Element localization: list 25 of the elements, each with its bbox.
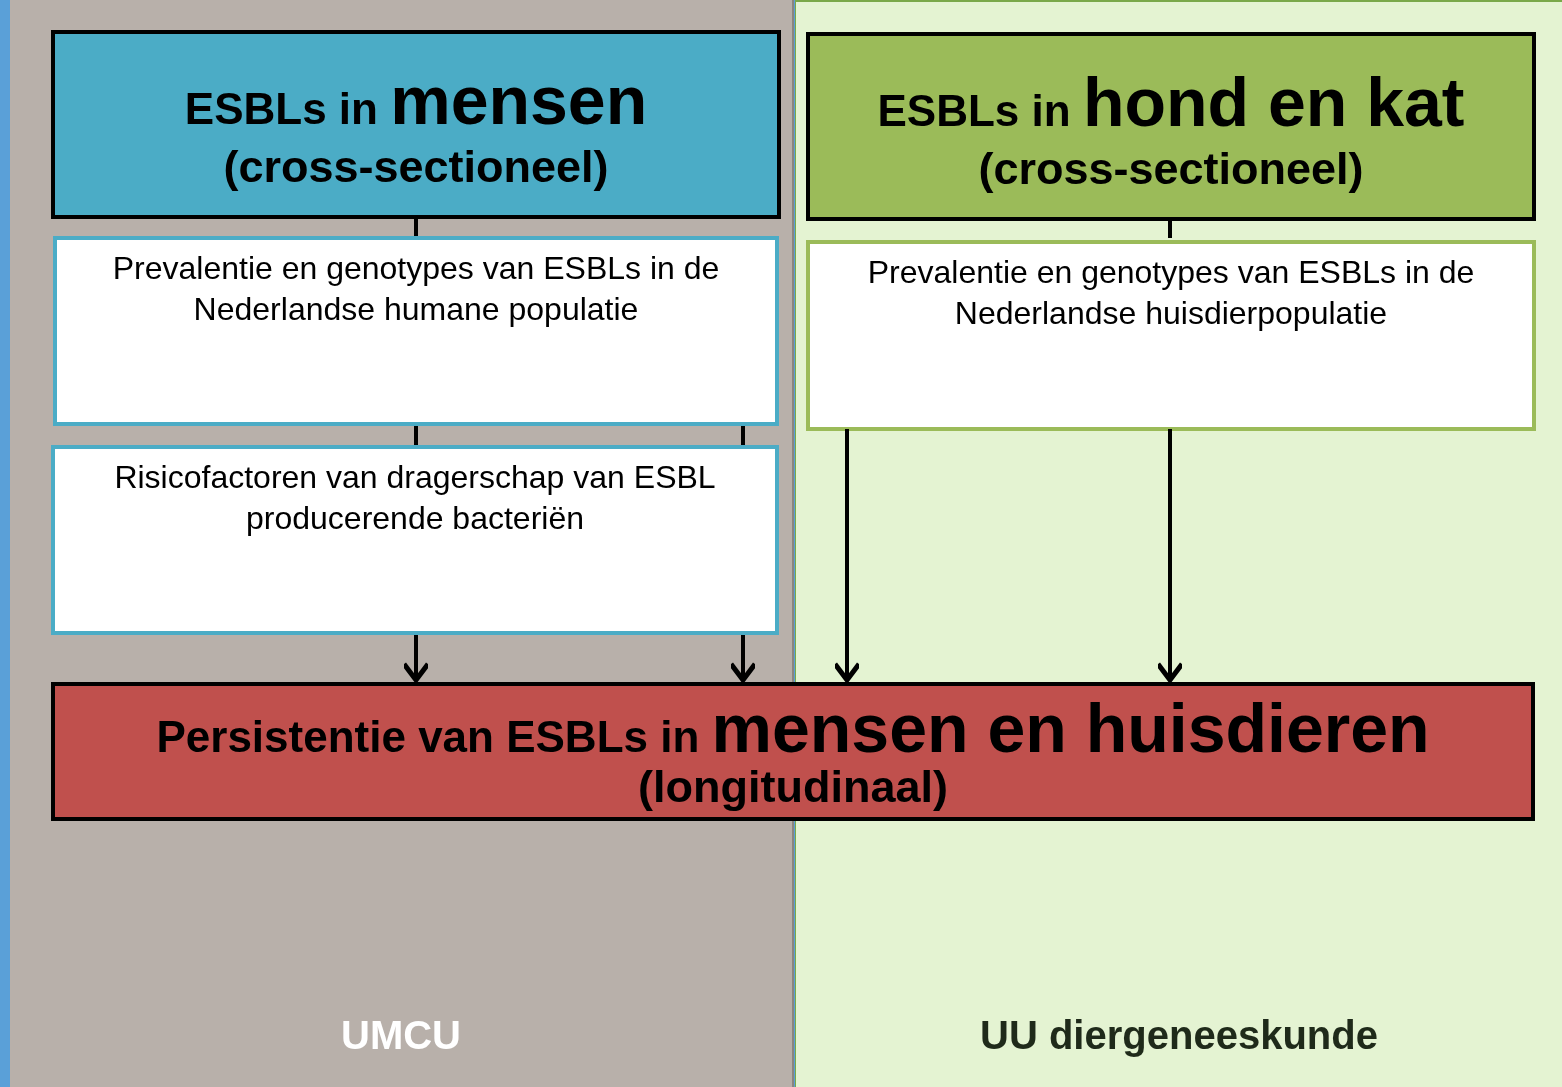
study-box [51, 445, 779, 635]
study-description: Prevalentie en genotypes van ESBLs in de Nederlandse huisdierpopulatie [866, 253, 1476, 333]
connector-line [1168, 219, 1172, 238]
arrow [401, 635, 431, 683]
result-subtitle: (longitudinaal) [638, 764, 948, 809]
study-box [53, 236, 779, 426]
arrow [728, 635, 758, 683]
panel-label: UMCU [340, 1012, 462, 1059]
connector-line [414, 219, 418, 236]
study-description: Prevalentie en genotypes van ESBLs in de Nederlandse humane populatie [111, 249, 721, 329]
header-box [51, 30, 781, 219]
header-box [806, 32, 1536, 221]
study-description: Risicofactoren van dragerschap van ESBL producerende bacteriën [113, 458, 717, 538]
result-title: Persistentie van ESBLs in mensen en huisdieren [156, 694, 1430, 762]
header-subtitle: (cross-sectioneel) [978, 146, 1364, 191]
connector-line [414, 426, 418, 445]
result-box [51, 682, 1535, 821]
arrow [1155, 429, 1185, 683]
study-box [806, 240, 1536, 431]
arrow [832, 429, 862, 683]
header-title: ESBLs in hond en kat [877, 68, 1465, 136]
panel-label: UU diergeneeskunde [979, 1012, 1379, 1059]
header-title: ESBLs in mensen [184, 66, 648, 134]
header-subtitle: (cross-sectioneel) [223, 144, 609, 189]
connector-line [741, 426, 745, 445]
